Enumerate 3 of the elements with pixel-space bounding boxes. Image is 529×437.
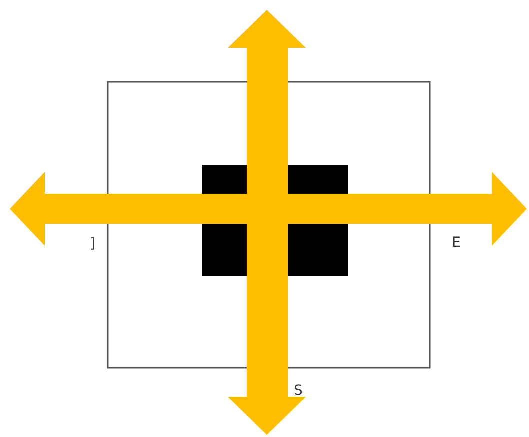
direction-label: ] [90,236,96,252]
direction-label: E [452,235,461,251]
direction-label: S [294,383,303,399]
